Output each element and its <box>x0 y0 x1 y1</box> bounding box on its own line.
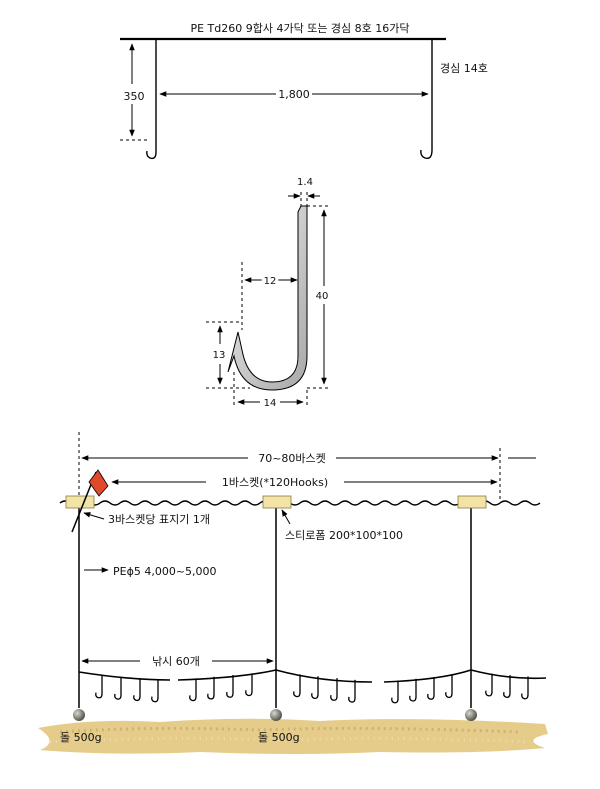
branch-hook <box>503 675 511 698</box>
bend-height-dim-label: 13 <box>213 350 226 361</box>
longline-setup: 70~80바스켓 1바스켓(*120Hooks) 3바스켓당 표지기 1개 스티… <box>38 432 548 754</box>
styrofoam-float-left <box>65 495 95 509</box>
branch-hook <box>521 676 529 700</box>
branch-line-left <box>146 39 157 160</box>
styrofoam-float-right <box>457 495 487 509</box>
branch-hook <box>133 678 141 702</box>
branch-hook <box>427 677 435 700</box>
bottom-width-dim-label: 14 <box>264 398 277 409</box>
branch-hook <box>293 674 301 698</box>
groundline-seg-5 <box>470 669 547 680</box>
total-span-label: 70~80바스켓 <box>258 452 326 465</box>
stone-weight-mid <box>270 709 282 721</box>
branch-hook <box>311 676 319 700</box>
branch-spec-label: 경심 14호 <box>440 62 488 75</box>
height-dim-label: 350 <box>124 90 145 103</box>
length-dim-label: 40 <box>316 291 329 302</box>
sand-layer <box>38 718 548 754</box>
branch-hook <box>485 673 493 697</box>
hook-shape <box>227 205 308 391</box>
marker-spec-label: 3바스켓당 표지기 1개 <box>108 513 210 526</box>
branch-hook <box>391 680 399 704</box>
branch-hook <box>445 675 453 699</box>
branch-hook <box>189 678 197 702</box>
branch-line-spec: PE Td260 9합사 4가닥 또는 경심 8호 16가닥 경심 14호 35… <box>120 22 488 160</box>
hook-detail: 1.4 12 12 40 13 14 <box>206 177 330 409</box>
thickness-dim-label: 1.4 <box>297 177 313 188</box>
branch-hook <box>330 678 338 701</box>
branch-hook <box>151 679 159 703</box>
groundline-seg-3 <box>275 669 373 683</box>
branch-hook <box>207 676 215 700</box>
marker-leader <box>83 512 105 520</box>
branch-hook <box>409 678 417 702</box>
stone-weight-left <box>73 709 85 721</box>
float-spec-label: 스티로폼 200*100*100 <box>285 529 403 542</box>
basket-span-label: 1바스켓(*120Hooks) <box>222 476 328 489</box>
dropper-spec-label: PEϕ5 4,000~5,000 <box>113 565 217 578</box>
branch-hook <box>226 675 234 698</box>
branch-hook <box>348 679 356 703</box>
styrofoam-float-mid <box>262 495 292 509</box>
branch-hook <box>95 675 103 699</box>
branch-hook <box>245 673 253 697</box>
span-dim-label: 1,800 <box>278 88 310 101</box>
branch-hooks <box>95 673 529 704</box>
groundline-seg-1 <box>78 671 171 681</box>
branch-hook <box>114 676 122 700</box>
stone-mid-label: 돌 500g <box>258 731 300 744</box>
sand-bed <box>38 718 548 754</box>
gap-dim-label-bg: 12 <box>264 276 277 287</box>
float-leader <box>281 509 291 525</box>
branch-line-right <box>420 39 433 160</box>
gap-dim-label: 12 <box>264 276 277 287</box>
groundline-seg-4 <box>383 669 472 683</box>
stone-weight-right <box>465 709 477 721</box>
stone-left-label: 돌 500g <box>60 731 102 744</box>
hooks-count-label: 낚시 60개 <box>152 655 200 668</box>
mainline-spec-label: PE Td260 9합사 4가닥 또는 경심 8호 16가닥 <box>190 22 409 35</box>
groundline-seg-2 <box>177 669 277 681</box>
marker-flag <box>88 469 109 497</box>
